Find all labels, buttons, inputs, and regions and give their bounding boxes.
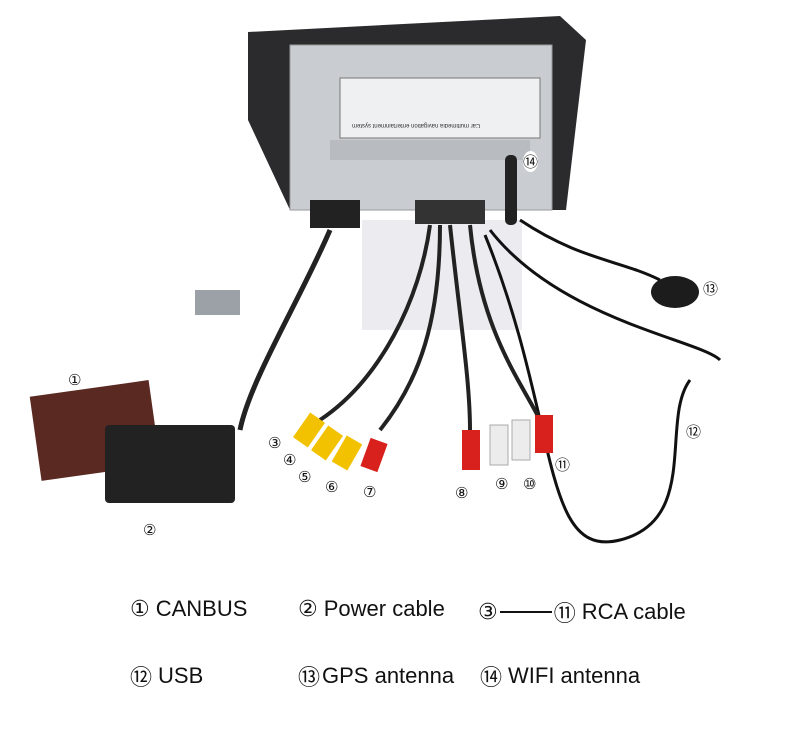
legend-number-start: ③ bbox=[478, 599, 498, 625]
legend-rca-cable: ③ ⑪ RCA cable bbox=[478, 596, 686, 628]
range-line bbox=[499, 611, 552, 613]
av-connector-socket bbox=[415, 200, 485, 224]
callout-4: ④ bbox=[283, 451, 297, 469]
legend-label: WIFI antenna bbox=[508, 663, 641, 688]
callout-14: ⑭ bbox=[523, 151, 539, 172]
callout-9: ⑨ bbox=[495, 475, 509, 493]
legend-power-cable: ② Power cable bbox=[298, 596, 445, 622]
legend-label: Power cable bbox=[323, 596, 445, 621]
callout-1: ① bbox=[68, 371, 82, 389]
callout-2: ② bbox=[143, 521, 157, 539]
power-harness-plug bbox=[105, 425, 235, 503]
callout-3: ③ bbox=[268, 434, 282, 452]
legend-label: CANBUS bbox=[155, 596, 248, 621]
legend-number: ① bbox=[130, 596, 150, 622]
callout-6: ⑥ bbox=[325, 478, 339, 496]
callout-11: ⑪ bbox=[555, 456, 571, 474]
power-connector-socket bbox=[310, 200, 360, 228]
callout-7: ⑦ bbox=[363, 483, 377, 501]
legend-canbus: ① CANBUS bbox=[130, 596, 247, 622]
legend-number-end: ⑪ bbox=[553, 602, 576, 627]
legend-usb: ⑫ USB bbox=[130, 660, 203, 692]
callout-12: ⑫ bbox=[686, 423, 702, 441]
legend-number: ② bbox=[298, 596, 318, 622]
callout-8: ⑧ bbox=[455, 484, 469, 502]
wifi-antenna-stub bbox=[505, 155, 517, 225]
device-label-sticker bbox=[339, 77, 541, 139]
legend-number: ⑫ bbox=[130, 666, 153, 691]
device-label-text: Car multimedia navigation entertainment … bbox=[352, 122, 481, 128]
callout-5: ⑤ bbox=[298, 468, 312, 486]
legend-wifi-antenna: ⑭ WIFI antenna bbox=[480, 660, 640, 692]
rca-plugs bbox=[293, 412, 553, 473]
legend-number: ⑬ bbox=[298, 666, 321, 691]
small-grey-plug bbox=[195, 290, 240, 315]
legend-label: USB bbox=[158, 663, 204, 688]
paper-card bbox=[362, 220, 522, 330]
head-unit-photo bbox=[29, 16, 722, 544]
callout-10: ⑩ bbox=[523, 475, 537, 493]
legend-label: RCA cable bbox=[581, 599, 686, 624]
callout-13: ⑬ bbox=[703, 280, 719, 298]
vent-holes bbox=[330, 140, 530, 160]
gps-antenna-puck bbox=[651, 276, 699, 308]
legend-number: ⑭ bbox=[480, 666, 503, 691]
legend-label: GPS antenna bbox=[322, 663, 455, 688]
legend-gps-antenna: ⑬ GPS antenna bbox=[298, 660, 454, 692]
